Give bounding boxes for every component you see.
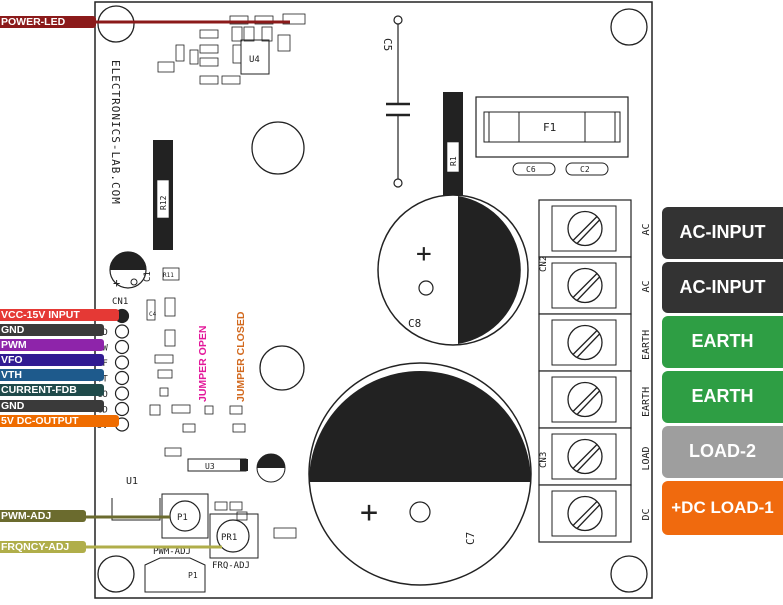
jumper-closed-line: JUMPER CLOSED [235,311,247,402]
pr1-pot-frame [209,513,259,559]
c2-label: C2 [580,165,590,174]
left-label-10: FRQNCY-ADJ [0,541,86,553]
c8-polarity-fill [458,196,521,344]
mounting-hole-tr [610,8,648,46]
cn1-pin [114,386,130,401]
p1-connector [144,557,206,593]
watermark-text: ELECTRONICS-LAB.COM [109,60,122,205]
c5-label: C5 [381,38,394,51]
c1-polarity-fill [110,252,146,270]
left-label-9: PWM-ADJ [0,510,86,522]
c7-label: C7 [464,532,477,545]
left-label-5: VTH [0,369,104,381]
r1-label: R1 [449,156,458,166]
cn1-pin [114,401,130,417]
pr1-label: PR1 [221,533,237,543]
c8-label: C8 [408,317,421,330]
cn1-pin [114,339,130,355]
left-label-4: VFO [0,354,104,366]
r12-label: R12 [159,195,168,210]
c1-label: C1 [143,271,153,282]
mounting-hole-br [610,555,648,593]
frq-adj-silk: FRQ-ADJ [212,561,250,571]
u3-label: U3 [205,462,215,471]
top-smd-cluster [157,13,306,85]
terminal-silk-label: EARTH [641,330,652,360]
right-label-3: EARTH [662,371,783,423]
p1-label: P1 [177,513,188,523]
left-label-6: CURRENT-FDB [0,384,104,396]
jumper-open-label: JUMPER OPEN [197,326,209,402]
terminal-silk-label: AC [641,280,652,292]
c6-label: C6 [526,165,536,174]
r11-label: R11 [163,272,174,279]
svg-text:+: + [416,239,432,269]
pr1-pot[interactable] [216,519,250,553]
jumper-closed-label: JUMPER CLOSED [235,311,247,402]
cn2-label: CN2 [539,256,549,272]
jumper-open-line: JUMPER OPEN [197,326,209,402]
screw-terminal-block: AC AC EARTH EARTH LOAD DC [538,199,652,543]
terminal-silk-label: LOAD [641,446,652,470]
r11-box [162,267,180,281]
u4-label: U4 [249,55,260,65]
center-smd-cluster [146,297,297,539]
terminal-silk-label: EARTH [641,387,652,417]
f1-fuse [483,111,621,143]
right-label-4: LOAD-2 [662,426,783,478]
left-label-2: GND [0,324,104,336]
u4-chip [240,39,270,75]
u1-outline [111,498,161,521]
left-label-1: VCC-15V INPUT [0,309,119,321]
cn1-pin [114,324,130,339]
right-label-5: +DC LOAD-1 [662,481,783,535]
terminal-silk-label: AC [641,223,652,235]
left-label-3: PWM [0,339,104,351]
c4-label: C4 [149,311,157,318]
right-label-2: EARTH [662,316,783,368]
c7-polarity-fill [309,371,531,482]
left-label-0: POWER-LED [0,16,96,28]
f1-fuse-holder [475,96,629,158]
u1-label: U1 [126,476,138,487]
terminal-silk-label: DC [641,508,652,520]
right-label-1: AC-INPUT [662,262,783,313]
mounting-hole-bl [97,555,135,593]
right-label-0: AC-INPUT [662,207,783,259]
c2-capacitor [565,162,609,176]
mounting-hole-tl [97,5,135,43]
cn1-pin [114,370,130,386]
f1-label: F1 [543,121,556,134]
svg-text:+: + [360,495,378,530]
cn3-label: CN3 [539,452,549,468]
cn1-pin [114,355,130,370]
c6-capacitor [512,162,556,176]
p1-bottom-label: P1 [188,571,198,580]
cn1-label: CN1 [112,297,128,307]
r12-label-box [156,179,170,219]
pwm-adj-silk: PWM-ADJ [153,547,191,557]
svg-text:+: + [113,276,120,290]
left-label-8: 5V DC-OUTPUT [0,415,119,427]
heatsink-hole-upper [251,121,305,175]
left-label-7: GND [0,400,104,412]
heatsink-hole-lower [259,345,305,391]
